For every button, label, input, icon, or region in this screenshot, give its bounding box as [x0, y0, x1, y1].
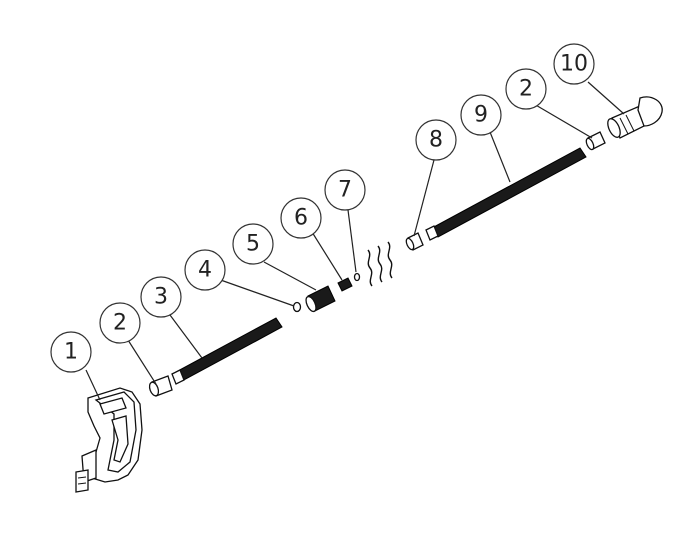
callout-1-label: 1	[64, 340, 78, 365]
part-4-o-ring	[292, 301, 302, 313]
callout-9-label: 9	[474, 103, 488, 128]
part-1-spray-gun	[75, 387, 143, 493]
part-3-lower-rod	[171, 317, 283, 385]
callout-4: 4	[184, 249, 226, 291]
callout-3-label: 3	[154, 285, 168, 310]
callout-6: 6	[280, 197, 322, 239]
part-7-o-ring	[353, 272, 361, 282]
part-9-upper-rod	[425, 147, 587, 241]
part-6-fitting	[337, 277, 353, 292]
callout-2-upper: 2	[505, 68, 547, 110]
part-10-nozzle	[607, 96, 663, 139]
part-5-swivel-nut	[305, 285, 336, 313]
break-marks	[367, 241, 393, 287]
callout-8: 8	[415, 119, 457, 161]
callout-3: 3	[140, 276, 182, 318]
leader-lines	[85, 81, 625, 401]
callout-5-label: 5	[246, 232, 260, 257]
part-2-coupling-upper	[585, 131, 606, 151]
callout-2-upper-label: 2	[519, 77, 533, 102]
callout-7-label: 7	[338, 178, 352, 203]
callout-9: 9	[460, 94, 502, 136]
callout-2-lower-label: 2	[113, 311, 127, 336]
callout-1: 1	[50, 331, 92, 373]
callout-6-label: 6	[294, 206, 308, 231]
callout-4-label: 4	[198, 258, 212, 283]
callout-10: 10	[553, 43, 595, 85]
callout-2-lower: 2	[99, 302, 141, 344]
part-2-coupling-lower	[148, 375, 173, 397]
callout-5: 5	[232, 223, 274, 265]
callout-10-label: 10	[560, 52, 588, 77]
callout-8-label: 8	[429, 128, 443, 153]
callout-7: 7	[324, 169, 366, 211]
